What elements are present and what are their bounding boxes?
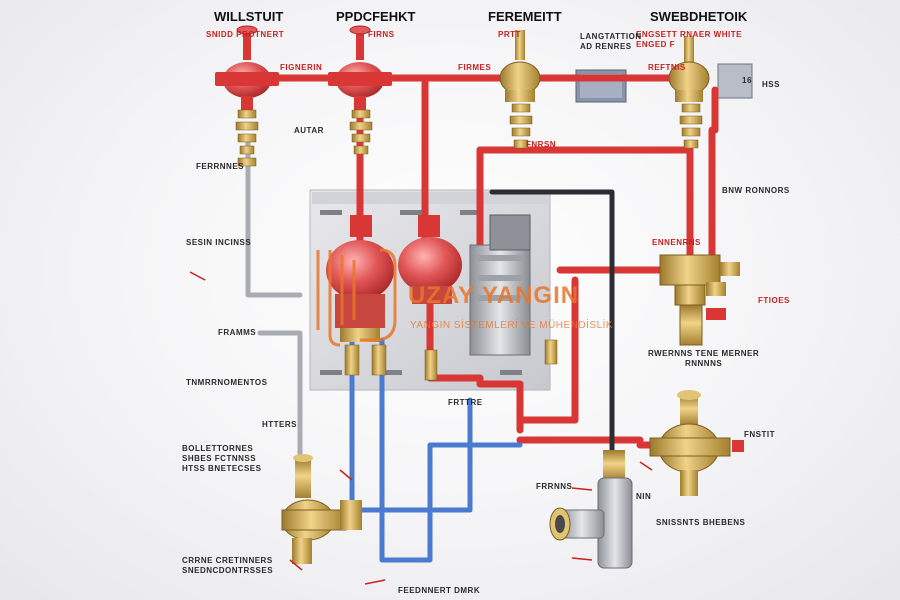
- bottom-right-valve: [649, 390, 744, 496]
- label-left-5: TNMRRNOMENTOS: [186, 378, 268, 387]
- indicator-marks: [189, 271, 653, 585]
- watermark-logo-mark: [316, 248, 397, 347]
- label-top-1-sub: SNIDD PROTNERT: [206, 30, 285, 39]
- label-gauge: 16: [742, 76, 752, 85]
- label-mid-3: REFTNIS: [648, 63, 686, 72]
- pipes-grey: [245, 137, 303, 463]
- label-top-3-sub: PRTT: [498, 30, 521, 39]
- label-right-5: FTIOES: [758, 296, 790, 305]
- label-left-1: AUTAR: [294, 126, 324, 135]
- junction-box-right: [717, 63, 753, 99]
- brass-valve-3: [499, 30, 541, 102]
- pipes-blue: [349, 337, 523, 563]
- brass-valve-4: [668, 36, 710, 102]
- brass-fittings-center: [344, 339, 558, 381]
- label-right-7: FNSTIT: [744, 430, 775, 439]
- label-top-2-title: PPDCFEHKT: [336, 9, 416, 24]
- right-manifold: [659, 254, 740, 346]
- label-right-2: FNRSN: [526, 140, 557, 149]
- motor-unit: [469, 214, 531, 356]
- label-left-4: FRAMMS: [218, 328, 257, 337]
- brass-stack-4: [679, 103, 703, 149]
- label-bottom-1: FEEDNNERT DMRK: [398, 586, 481, 595]
- watermark-title: UZAY YANGIN: [408, 282, 580, 309]
- label-left-3: SESIN INCINSS: [186, 238, 252, 247]
- label-left-8: CRRNE CRETINNERS SNEDNCDONTRSSES: [182, 556, 274, 575]
- brass-stack-2: [349, 109, 373, 155]
- label-right-3: BNW RONNORS: [722, 186, 790, 195]
- label-center-2: FRRNNS: [536, 482, 573, 491]
- brass-stack-3: [509, 103, 533, 149]
- red-valve-1: [215, 25, 279, 116]
- bottom-left-valve: [281, 454, 362, 564]
- label-left-2: FERRNNES: [196, 162, 245, 171]
- label-left-6: HTTERS: [262, 420, 297, 429]
- pump-right: [398, 215, 462, 304]
- label-top-4-sub: ENGSETT RNAER WHITE ENGED F: [636, 30, 742, 49]
- label-mid-2: FIRMES: [458, 63, 492, 72]
- label-center-3: NIN: [636, 492, 652, 501]
- label-top-2-sub: FIRNS: [368, 30, 395, 39]
- label-right-6: RWERNNS TENE MERNER RNNNNS: [648, 349, 760, 368]
- pipes-black: [489, 189, 615, 455]
- label-left-7: BOLLETTORNES SHBES FCTNNSS HTSS BNETECSE…: [182, 444, 262, 473]
- label-top-4-title: SWEBDHETOIK: [650, 9, 748, 24]
- brass-stack-1: [235, 109, 259, 167]
- label-left-tag-1: LANGTATTION AD RENRES: [580, 32, 642, 51]
- watermark-subtitle: YANGIN SİSTEMLERİ VE MÜHENDİSLİK: [410, 320, 614, 331]
- label-center-1: FRTTRE: [448, 398, 483, 407]
- label-mid-1: FIGNERIN: [280, 63, 323, 72]
- label-right-4: ENNENRNS: [652, 238, 701, 247]
- steel-tee: [549, 450, 633, 569]
- label-top-3-title: FEREMEITT: [488, 9, 562, 24]
- red-valve-2: [328, 25, 392, 116]
- label-top-1-title: WILLSTUIT: [214, 9, 284, 24]
- label-right-8: SNISSNTS BHEBENS: [656, 518, 746, 527]
- label-right-1: HSS: [762, 80, 780, 89]
